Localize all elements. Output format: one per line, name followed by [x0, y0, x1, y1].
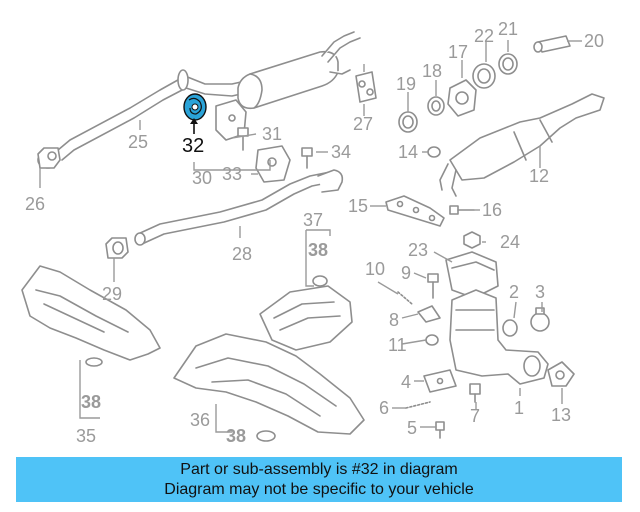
heat-shield-35 [21, 265, 161, 361]
callout-17: 17 [448, 42, 468, 62]
callout-30: 30 [192, 168, 212, 188]
callout-34: 34 [331, 142, 351, 162]
callout-6: 6 [379, 398, 389, 418]
bolt-16 [449, 205, 475, 215]
callout-37: 37 [303, 210, 323, 230]
turbo-flange-17 [447, 79, 477, 117]
leader-lines [39, 40, 582, 433]
callout-5: 5 [407, 418, 417, 438]
callout-labels: 1 2 3 4 5 6 7 8 9 10 11 12 13 14 15 16 1… [25, 19, 604, 446]
bracket-33 [255, 145, 291, 183]
callout-29: 29 [102, 284, 122, 304]
callout-26: 26 [25, 194, 45, 214]
clamp-22 [472, 63, 496, 89]
catalytic-converter-12 [439, 93, 605, 197]
callout-1: 1 [514, 398, 524, 418]
callout-15: 15 [348, 196, 368, 216]
clamp-3 [530, 307, 550, 332]
pipe-clamp-29 [105, 237, 129, 259]
bracket-4 [423, 369, 457, 393]
callout-31: 31 [262, 124, 282, 144]
callout-12: 12 [529, 166, 549, 186]
nut-11 [425, 334, 439, 346]
sensor-7 [469, 383, 481, 403]
callout-38-left: 38 [81, 392, 101, 412]
callout-20: 20 [584, 31, 604, 51]
highlighted-part-32 [183, 93, 207, 121]
front-exhaust-pipe-28 [134, 169, 344, 246]
bolt-31 [237, 127, 249, 151]
info-banner: Part or sub-assembly is #32 in diagram D… [16, 457, 622, 502]
heat-shield-37 [259, 285, 353, 351]
callout-25: 25 [128, 132, 148, 152]
callout-2: 2 [509, 282, 519, 302]
rear-muffler [237, 31, 361, 110]
callout-16: 16 [482, 200, 502, 220]
hanger-27 [355, 71, 377, 103]
bolt-34 [301, 147, 313, 169]
callout-27: 27 [353, 114, 373, 134]
callout-18: 18 [422, 61, 442, 81]
callout-35: 35 [76, 426, 96, 446]
callout-28: 28 [232, 244, 252, 264]
callout-19: 19 [396, 74, 416, 94]
callout-33: 33 [222, 164, 242, 184]
grommet-38-center [312, 275, 328, 287]
callout-9: 9 [401, 263, 411, 283]
callout-3: 3 [535, 282, 545, 302]
callout-32: 32 [182, 135, 204, 157]
callout-38-center: 38 [308, 240, 328, 260]
clamp-19 [398, 111, 418, 133]
gasket-14 [427, 146, 441, 158]
nut-24 [463, 231, 481, 249]
callout-21: 21 [498, 19, 518, 39]
grommet-38-bottom [256, 430, 276, 442]
bracket-8 [417, 305, 441, 323]
particulate-filter-1 [449, 289, 549, 385]
pipe-clamp-26 [37, 147, 61, 169]
callout-36: 36 [190, 410, 210, 430]
heat-shield-36 [173, 333, 365, 435]
gasket-13 [547, 361, 575, 387]
exhaust-parts-diagram: 1 2 3 4 5 6 7 8 9 10 11 12 13 14 15 16 1… [21, 19, 605, 446]
callout-10: 10 [365, 259, 385, 279]
flange-15 [385, 195, 445, 227]
flex-pipe-20 [533, 35, 571, 53]
grommet-38-left [85, 357, 103, 367]
callout-23: 23 [408, 240, 428, 260]
bolt-5 [435, 421, 445, 439]
callout-8: 8 [389, 310, 399, 330]
stud-10 [397, 291, 413, 305]
callout-24: 24 [500, 232, 520, 252]
leader-32 [190, 118, 198, 134]
heat-cover-23 [445, 251, 499, 299]
callout-4: 4 [401, 372, 411, 392]
gasket-21 [498, 53, 518, 75]
bolt-9 [427, 273, 439, 299]
callout-11: 11 [388, 335, 407, 355]
callout-38-bottom: 38 [226, 426, 246, 446]
stud-6 [405, 401, 431, 409]
banner-line-1: Part or sub-assembly is #32 in diagram [180, 461, 458, 478]
callout-7: 7 [470, 406, 480, 426]
sensor-2 [502, 319, 518, 337]
banner-line-2: Diagram may not be specific to your vehi… [164, 481, 474, 498]
callout-22: 22 [474, 26, 494, 46]
callout-13: 13 [551, 405, 571, 425]
callout-14: 14 [398, 142, 418, 162]
gasket-18 [427, 96, 445, 116]
